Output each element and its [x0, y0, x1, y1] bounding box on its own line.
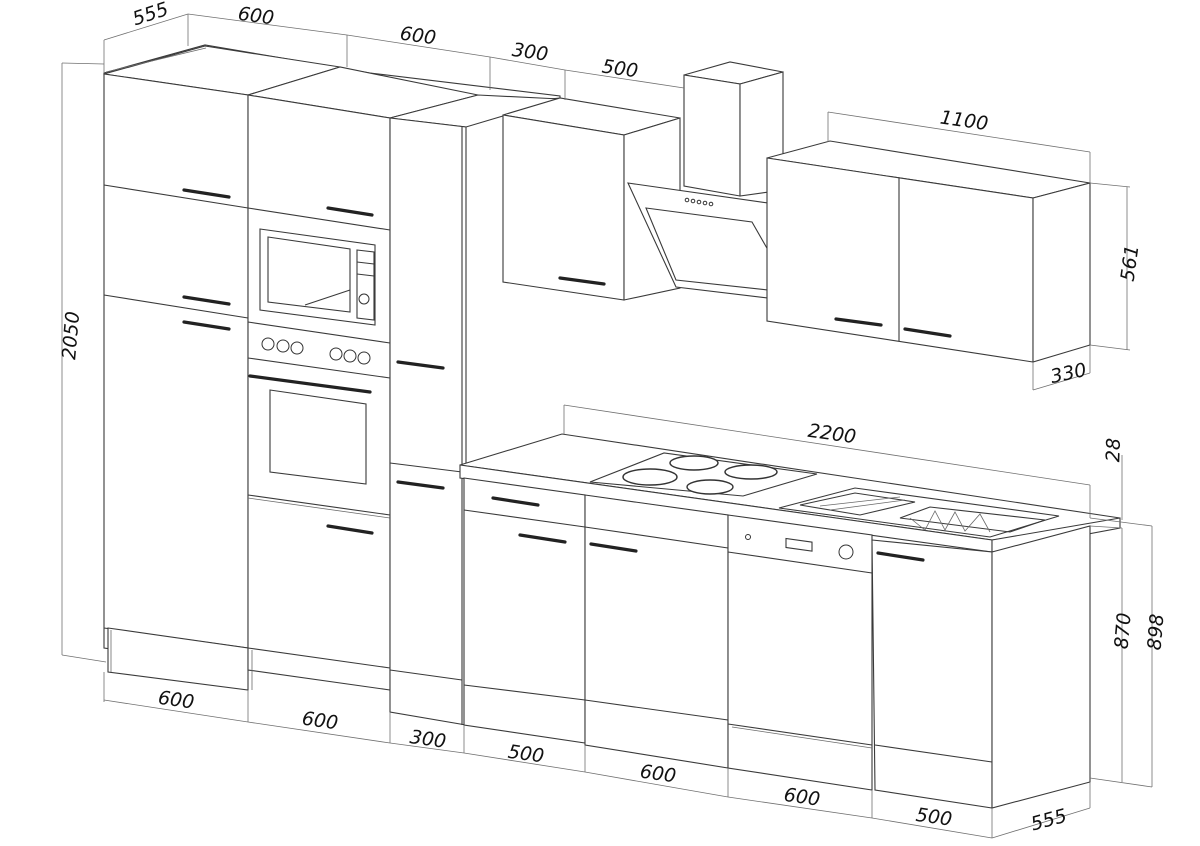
door-handle: [182, 320, 231, 331]
dim-top-555: 555: [130, 0, 171, 30]
oven-controls: [247, 337, 391, 379]
door-handle: [326, 206, 374, 217]
door-handle: [518, 533, 567, 544]
door-handle: [396, 360, 445, 370]
dim-top-600b: 600: [399, 23, 438, 50]
dim-top-500: 500: [601, 56, 640, 83]
dimension-lines: [61, 13, 1153, 839]
door-handle: [396, 480, 445, 490]
knob-icon: [329, 347, 343, 361]
door-handle: [876, 551, 925, 562]
dim-base-555: 555: [1028, 805, 1069, 836]
tall-appliance-cabinet: [247, 66, 479, 691]
hotplate-icon: [724, 464, 778, 480]
dial-icon: [838, 544, 854, 560]
dim-bottom-300: 300: [408, 726, 447, 753]
base-drawer-unit: [463, 477, 586, 744]
knob-icon: [261, 337, 275, 351]
sink-icon: [778, 487, 1060, 538]
door-handle: [182, 295, 231, 306]
dim-bottom-600b: 600: [301, 708, 340, 735]
door-handle: [589, 542, 638, 553]
dim-base-870: 870: [1111, 612, 1136, 650]
microwave-icon: [259, 228, 376, 326]
dimension-labels: 555 600 600 300 500 1100 561 330 2050 22…: [58, 0, 1168, 835]
base-hob-unit: [584, 494, 729, 769]
knob-icon: [343, 349, 357, 363]
indicator-icon: [745, 534, 751, 540]
dishwasher: [727, 514, 873, 791]
drawer-handle: [491, 496, 540, 507]
hood-buttons: [684, 197, 714, 207]
dim-wall-1100: 1100: [939, 107, 990, 136]
door-handle: [903, 327, 952, 338]
oven-icon: [247, 374, 391, 519]
hob-icon: [589, 452, 818, 497]
dim-overall-2050: 2050: [58, 311, 84, 361]
dim-top-300: 300: [511, 39, 550, 66]
dim-bottom-500: 500: [506, 741, 545, 768]
door-handle: [834, 317, 883, 327]
dim-wall-561: 561: [1117, 244, 1144, 283]
knob-icon: [357, 351, 371, 365]
dim-wall-330: 330: [1048, 359, 1088, 388]
dim-bottom-600c: 600: [639, 761, 678, 788]
dim-bottom-600d: 600: [782, 784, 821, 811]
dim-worktop-2200: 2200: [807, 420, 858, 449]
dim-bottom-600a: 600: [157, 687, 196, 714]
knob-icon: [290, 341, 304, 355]
dim-worktop-28: 28: [1102, 438, 1125, 463]
knob-icon: [276, 339, 290, 353]
door-handle: [182, 188, 231, 199]
wall-cabinet-1100: [766, 140, 1091, 363]
dim-bottom-500b: 500: [914, 804, 953, 831]
hotplate-icon: [669, 455, 719, 471]
base-sink-unit: [871, 525, 1091, 809]
door-handle: [558, 276, 606, 286]
hotplate-icon: [622, 468, 678, 486]
dim-top-600a: 600: [236, 3, 275, 30]
door-handle: [326, 524, 374, 535]
dim-base-898: 898: [1144, 613, 1169, 651]
hotplate-icon: [686, 479, 734, 495]
